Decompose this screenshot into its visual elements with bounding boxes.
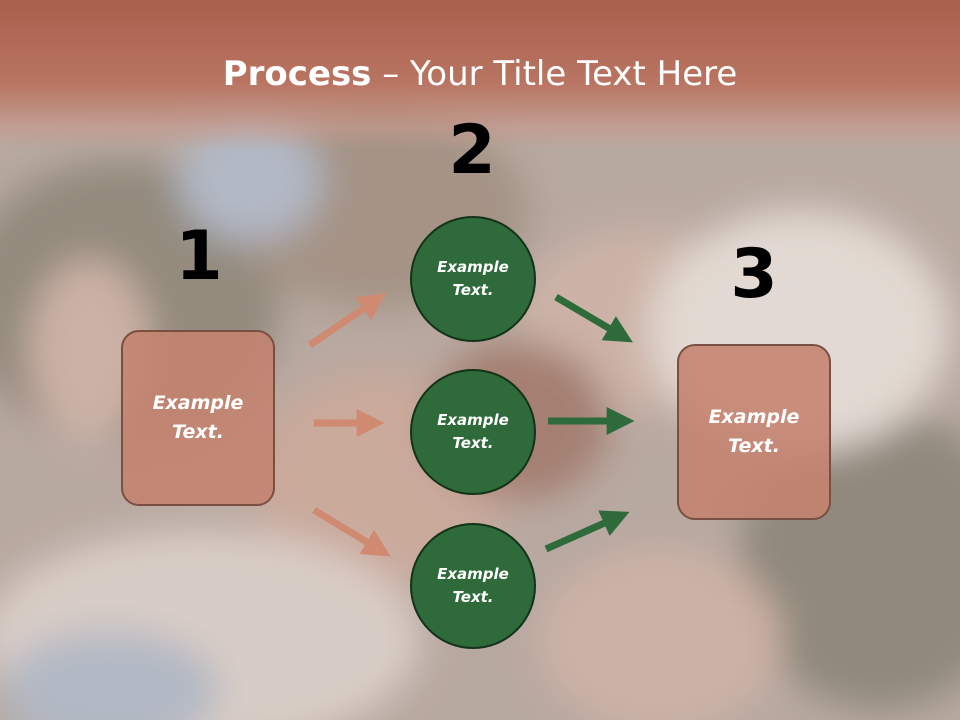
title-rest: – Your Title Text Here xyxy=(371,54,738,94)
step1-text: Example Text. xyxy=(152,392,244,443)
arrow-circle3-to-step3 xyxy=(544,510,630,553)
step2-number: 2 xyxy=(448,111,496,190)
title-bold: Process xyxy=(222,54,372,94)
step3-box: Example Text. xyxy=(677,344,831,520)
arrow-circle1-to-step3 xyxy=(554,293,633,343)
arrow-step1-to-circle3 xyxy=(312,507,391,557)
step1-number: 1 xyxy=(175,217,223,296)
slide-title: Process – Your Title Text Here xyxy=(0,52,960,96)
step1-box: Example Text. xyxy=(121,330,275,506)
arrow-step1-to-circle1 xyxy=(308,292,387,348)
step3-text: Example Text. xyxy=(708,406,800,457)
title-band xyxy=(0,0,960,150)
circle-3-text: Example Text. xyxy=(437,565,509,606)
circle-2-text: Example Text. xyxy=(437,411,509,452)
circle-3: Example Text. xyxy=(410,523,536,649)
circle-1: Example Text. xyxy=(410,216,536,342)
circle-1-text: Example Text. xyxy=(437,258,509,299)
step3-number: 3 xyxy=(730,235,778,314)
circle-2: Example Text. xyxy=(410,369,536,495)
